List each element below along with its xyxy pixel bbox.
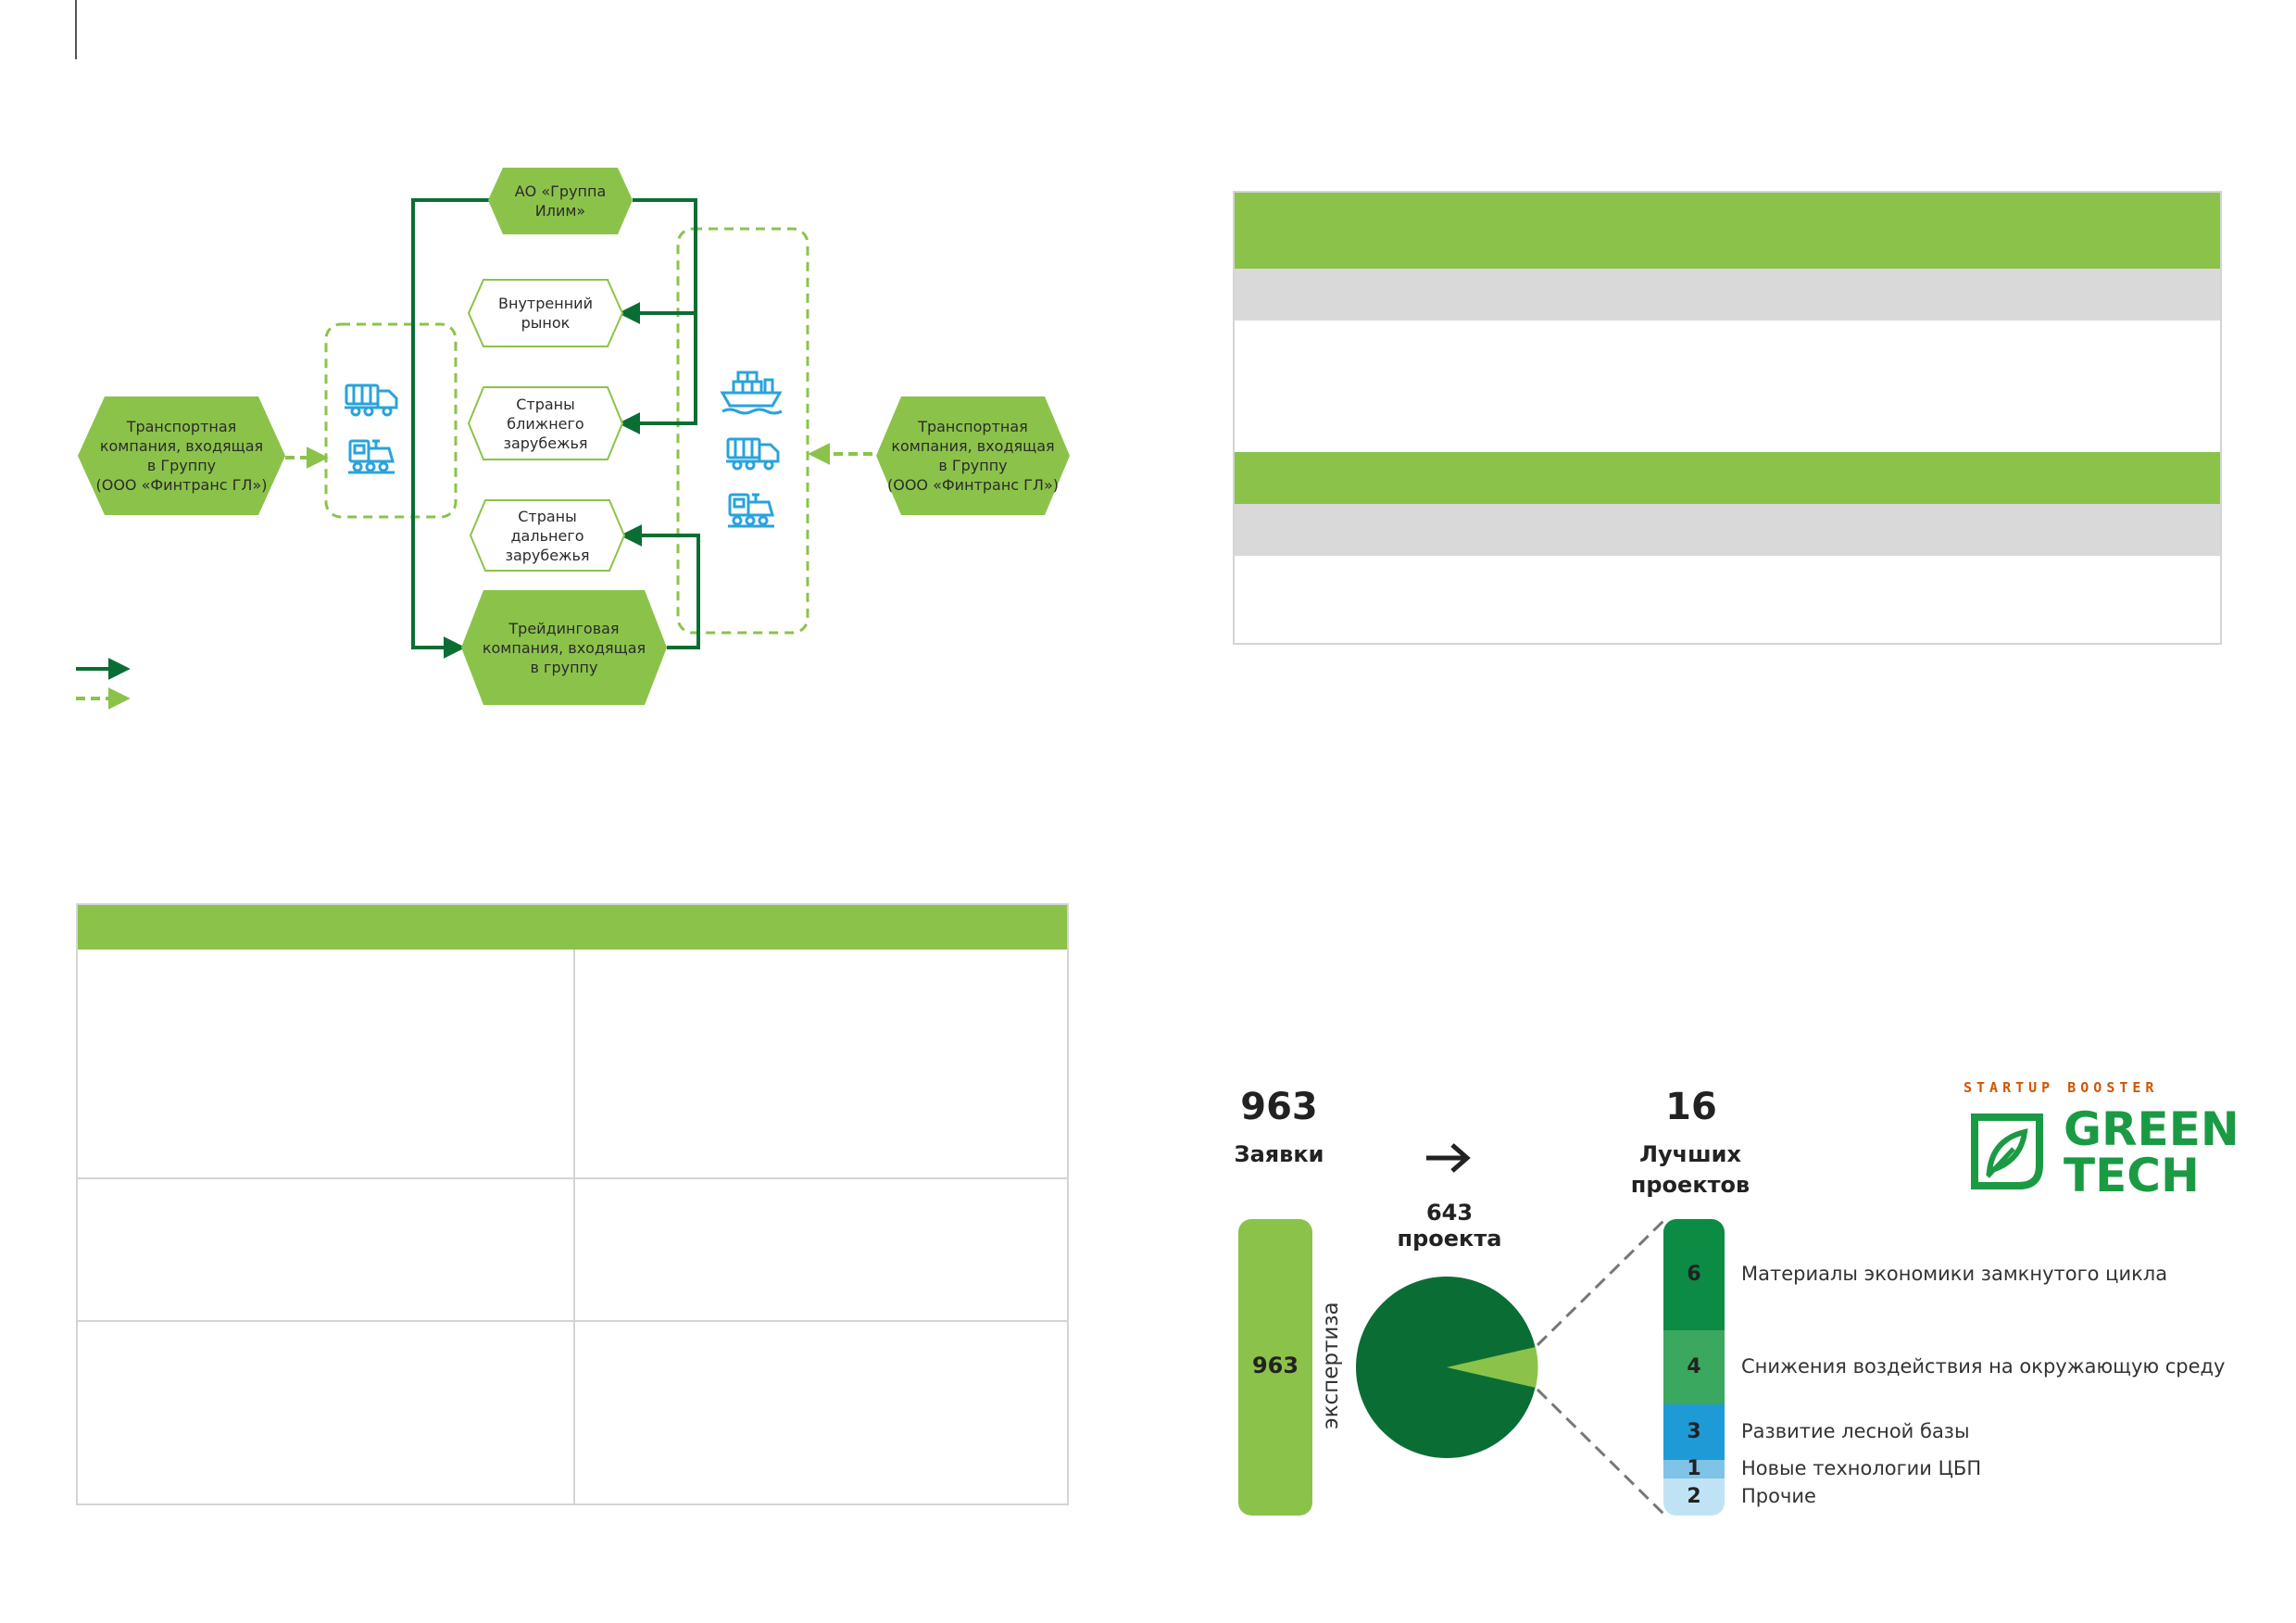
logo-tech: TECH (2064, 1149, 2200, 1202)
stacked-bar (1663, 1219, 1725, 1516)
flow-line-group-right (633, 198, 697, 313)
locomotive-icon (728, 493, 774, 528)
table-row-divider (78, 1177, 1067, 1179)
category-label: Прочие (1741, 1485, 1816, 1507)
category-label: Снижения воздействия на окружающую среду (1741, 1355, 2226, 1378)
node-group-ilim: АО «Группа Илим» (514, 182, 607, 220)
hex-transport-right (876, 396, 1070, 515)
node-trading-company: Трейдинговая компания, входящая в группу (482, 619, 646, 676)
category-label: Материалы экономики замкнутого цикла (1741, 1263, 2168, 1285)
table-subheader-band (1235, 269, 2220, 321)
page-edge-mark (75, 0, 77, 59)
best-label: Лучших проектов (1630, 1141, 1750, 1198)
timber-truck-icon (726, 437, 780, 471)
connector-top (1536, 1219, 1665, 1347)
best-count: 16 (1665, 1086, 1717, 1128)
table-section-band (1235, 452, 2220, 504)
logo-green: GREEN (2064, 1102, 2240, 1156)
timber-truck-icon (345, 384, 398, 417)
mid-count: 643 (1425, 1200, 1474, 1226)
applications-count: 963 (1240, 1086, 1318, 1128)
bar-segment-value: 6 (1687, 1263, 1701, 1286)
table-header-band (1235, 193, 2220, 269)
logo-startup-booster: STARTUP BOOSTER (1964, 1079, 2159, 1096)
top-right-table (1233, 191, 2222, 645)
flow-line-to-near-abroad (618, 313, 697, 434)
pie-slice-selected (1447, 1347, 1538, 1388)
hex-domestic (467, 279, 624, 347)
bar-segment-value: 2 (1687, 1485, 1701, 1508)
table-header-band (78, 905, 1067, 950)
expertise-bar (1238, 1219, 1312, 1516)
hex-trading (461, 590, 667, 705)
applications-label: Заявки (1234, 1141, 1324, 1167)
node-transport-left: Транспортная компания, входящая в Группу… (95, 418, 268, 494)
bar-segment-value: 4 (1687, 1355, 1701, 1378)
left-transport-box (324, 322, 458, 519)
table-section-subband (1235, 504, 2220, 556)
hex-group-ilim (488, 168, 633, 234)
bar-segment (1663, 1330, 1725, 1404)
node-near-abroad: Страны ближнего зарубежья (503, 395, 588, 452)
connector-bottom (1536, 1388, 1665, 1516)
bar-segment (1663, 1404, 1725, 1460)
bar-segment-value: 3 (1687, 1420, 1701, 1443)
table-row-divider (78, 1320, 1067, 1322)
bar-segment (1663, 1478, 1725, 1516)
category-label: Новые технологии ЦБП (1741, 1457, 1982, 1479)
node-transport-right: Транспортная компания, входящая в Группу… (887, 418, 1059, 494)
bar-segment-value: 1 (1687, 1457, 1701, 1480)
hex-near-abroad (467, 386, 624, 460)
hex-far-abroad (469, 499, 626, 572)
cargo-ship-icon (720, 371, 783, 415)
node-far-abroad: Страны дальнего зарубежья (505, 507, 590, 564)
mid-label: проекта (1397, 1226, 1502, 1252)
flow-line-group-left (411, 198, 489, 659)
arrow-right-icon (1423, 1139, 1474, 1176)
hex-transport-left (78, 396, 285, 515)
node-domestic-market: Внутренний рынок (498, 295, 593, 332)
table-column-divider (573, 950, 575, 1503)
bottom-left-table (76, 903, 1069, 1505)
right-transport-box (676, 227, 809, 635)
flow-line-trading-to-far-abroad (620, 524, 700, 649)
bar-segment (1663, 1219, 1725, 1330)
logo-leaf-icon (1965, 1108, 2051, 1193)
category-label: Развитие лесной базы (1741, 1420, 1970, 1442)
locomotive-icon (348, 439, 395, 474)
expertise-bar-value: 963 (1251, 1352, 1299, 1378)
bar-segment (1663, 1460, 1725, 1478)
